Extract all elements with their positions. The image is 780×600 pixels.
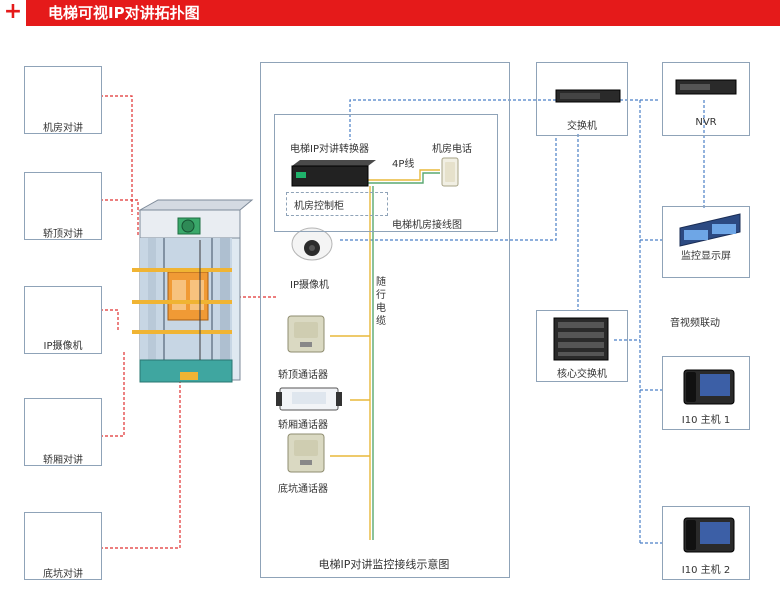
av-link-label: 音视频联动 <box>670 318 720 329</box>
plus-icon: + <box>0 0 28 26</box>
car-talker-device <box>276 387 342 411</box>
core-switch-box: 核心交换机 <box>536 310 628 382</box>
host2-label: I10 主机 2 <box>681 565 731 576</box>
center-wiring-panel <box>260 62 510 578</box>
car-top-intercom-label: 轿顶对讲 <box>43 229 83 240</box>
converter-device <box>291 160 376 187</box>
travel-cable-label: 随行电缆 <box>376 277 386 327</box>
pit-talker-device <box>287 433 325 473</box>
car-link <box>100 350 125 437</box>
host-phone-device-2 <box>683 517 735 553</box>
switch-to-converter <box>349 99 556 140</box>
title-bar: + 电梯可视IP对讲拓扑图 <box>0 0 780 26</box>
machine-room-wiring-box <box>274 114 498 232</box>
left-dashed-connections <box>100 95 276 549</box>
travel-cable <box>330 169 440 540</box>
control-cabinet-label: 机房控制柜 <box>294 201 344 212</box>
monitor-label: 监控显示屏 <box>681 251 731 262</box>
ip-camera-label-left: IP摄像机 <box>43 341 83 352</box>
car-top-talker-label: 轿顶通话器 <box>278 370 328 381</box>
nvr-label: NVR <box>695 117 717 128</box>
control-cabinet-box <box>286 192 388 216</box>
line-4p-label: 4P线 <box>392 159 415 170</box>
elevator-shaft-illustration <box>132 199 254 383</box>
pit-link <box>100 372 181 549</box>
left-device-car-top: 轿顶对讲 <box>24 172 102 240</box>
car-intercom-label: 轿厢对讲 <box>43 455 83 466</box>
core-switch-device <box>553 317 609 361</box>
monitor-wall-device <box>679 213 741 247</box>
core-switch-label: 核心交换机 <box>557 369 607 380</box>
room-phone-label: 机房电话 <box>432 144 472 155</box>
car-top-link <box>100 199 139 236</box>
host1-label: I10 主机 1 <box>681 415 731 426</box>
left-device-ip-camera: IP摄像机 <box>24 286 102 354</box>
car-talker-label: 轿厢通话器 <box>278 420 328 431</box>
pit-intercom-label: 底坑对讲 <box>43 569 83 580</box>
host1-box: I10 主机 1 <box>662 356 750 430</box>
machine-room-intercom-label: 机房对讲 <box>43 123 83 134</box>
switch-device <box>555 89 621 103</box>
page-title: 电梯可视IP对讲拓扑图 <box>48 4 200 22</box>
switch-label: 交换机 <box>567 121 597 132</box>
switch-to-camera <box>340 138 557 241</box>
nvr-box: NVR <box>662 62 750 136</box>
diagram-caption: 电梯IP对讲监控接线示意图 <box>318 558 450 571</box>
nvr-device <box>675 79 737 95</box>
left-device-car: 轿厢对讲 <box>24 398 102 466</box>
machine-room-link <box>100 95 133 215</box>
host-phone-device-1 <box>683 369 735 405</box>
left-device-machine-room: 机房对讲 <box>24 66 102 134</box>
room-phone-device <box>441 157 459 187</box>
host2-box: I10 主机 2 <box>662 506 750 580</box>
pit-talker-label: 底坑通话器 <box>278 484 328 495</box>
left-device-pit: 底坑对讲 <box>24 512 102 580</box>
car-top-talker-device <box>287 315 325 353</box>
switch-box: 交换机 <box>536 62 628 136</box>
machine-room-wiring-label: 电梯机房接线图 <box>392 220 462 231</box>
ip-camera-label-center: IP摄像机 <box>290 280 329 291</box>
monitor-box: 监控显示屏 <box>662 206 750 278</box>
camera-link <box>100 309 119 330</box>
dome-camera-icon-center <box>291 227 333 261</box>
converter-label: 电梯IP对讲转换器 <box>290 144 369 155</box>
